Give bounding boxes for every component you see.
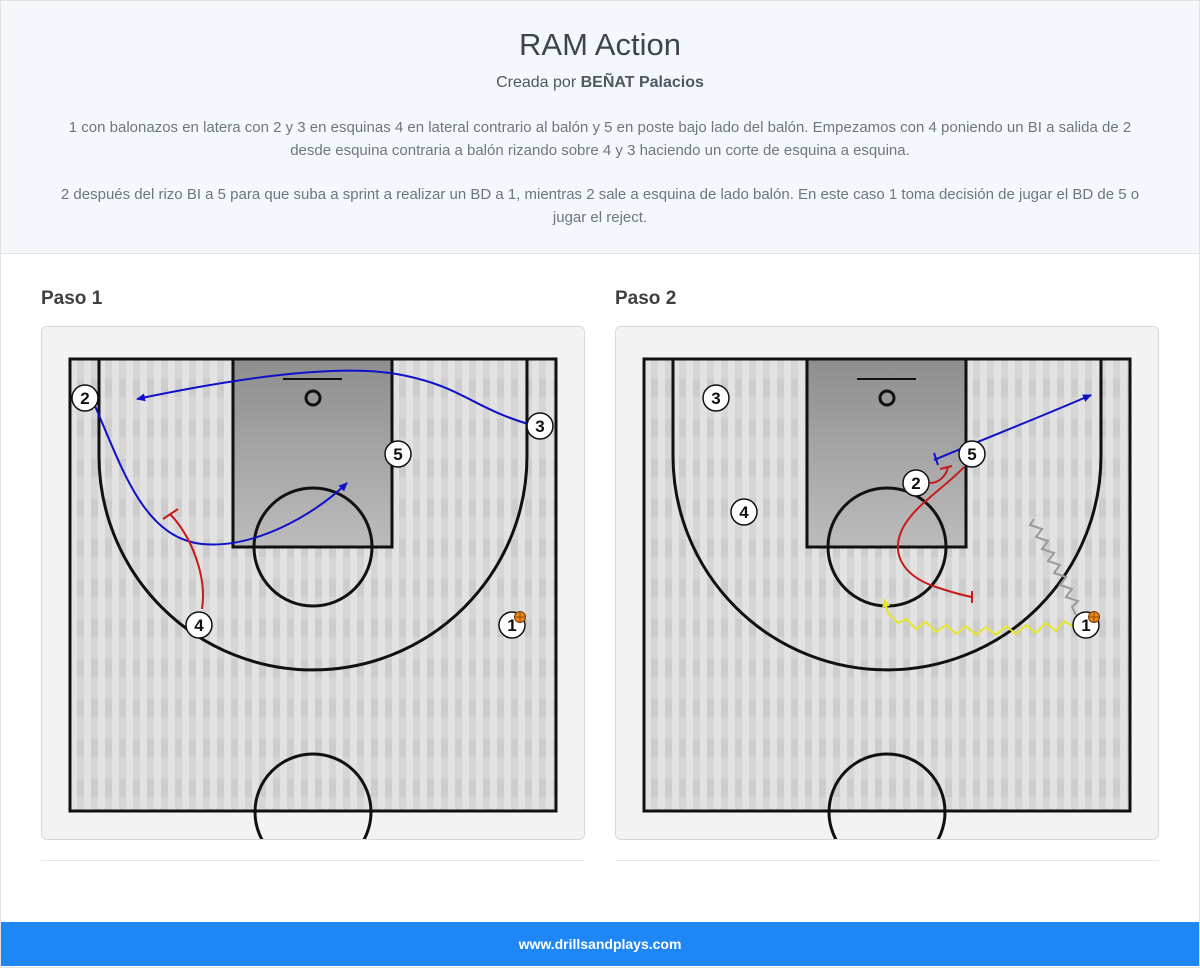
site-footer: www.drillsandplays.com <box>1 922 1199 966</box>
play-description-2: 2 después del rizo BI a 5 para que suba … <box>60 186 1140 226</box>
player-label: 2 <box>911 474 920 493</box>
court-lines <box>68 357 558 839</box>
cut-path-3 <box>136 369 529 425</box>
player-5[interactable]: 5 <box>958 440 986 468</box>
byline-prefix: Creada por <box>496 74 577 91</box>
pass-path-1 <box>1028 518 1080 616</box>
cut-path-2 <box>91 398 348 546</box>
play-description-1: 1 con balonazos en latera con 2 y 3 en e… <box>68 119 1132 159</box>
dribble-path-1 <box>882 598 1075 637</box>
player-label: 2 <box>80 389 89 408</box>
author-name: BEÑAT Palacios <box>580 74 704 91</box>
ball-icon <box>1088 611 1100 623</box>
player-2[interactable]: 2 <box>902 469 930 497</box>
player-label: 3 <box>535 417 544 436</box>
step-title: Paso 1 <box>41 288 103 309</box>
player-label: 4 <box>194 616 204 635</box>
paint-area <box>807 359 966 547</box>
screen-path-2 <box>929 466 949 484</box>
court-svg: 3 4 2 5 1 <box>616 327 1158 839</box>
player-3[interactable]: 3 <box>702 384 730 412</box>
player-label: 1 <box>1081 616 1090 635</box>
player-2[interactable]: 2 <box>71 384 99 412</box>
cut-start-5 <box>933 452 939 466</box>
screen-path-5 <box>896 466 973 598</box>
court-diagram: 2 3 5 4 1 <box>41 326 585 840</box>
player-label: 1 <box>507 616 516 635</box>
step-title: Paso 2 <box>615 288 677 309</box>
player-4[interactable]: 4 <box>185 611 213 639</box>
step-panel-2: Paso 2 <box>615 288 1159 861</box>
divider <box>41 860 585 861</box>
paint-area <box>233 359 392 547</box>
footer-site-link[interactable]: www.drillsandplays.com <box>518 936 682 952</box>
ball-icon <box>514 611 526 623</box>
player-4[interactable]: 4 <box>730 498 758 526</box>
cut-path-5 <box>933 394 1092 461</box>
screen-bar-2 <box>939 465 953 470</box>
player-5[interactable]: 5 <box>384 440 412 468</box>
step-panel-1: Paso 1 <box>41 288 585 861</box>
player-label: 5 <box>393 445 402 464</box>
player-label: 4 <box>739 503 749 522</box>
player-label: 3 <box>711 389 720 408</box>
author-line: Creada por BEÑAT Palacios <box>1 74 1199 92</box>
screen-path-4 <box>169 513 204 610</box>
screen-bar-4 <box>162 508 179 520</box>
play-title: RAM Action <box>519 27 681 62</box>
player-3[interactable]: 3 <box>526 412 554 440</box>
player-label: 5 <box>967 445 976 464</box>
divider <box>615 860 1159 861</box>
court-svg: 2 3 5 4 1 <box>42 327 584 839</box>
play-header: RAM Action Creada por BEÑAT Palacios 1 c… <box>1 1 1199 254</box>
court-diagram: 3 4 2 5 1 <box>615 326 1159 840</box>
